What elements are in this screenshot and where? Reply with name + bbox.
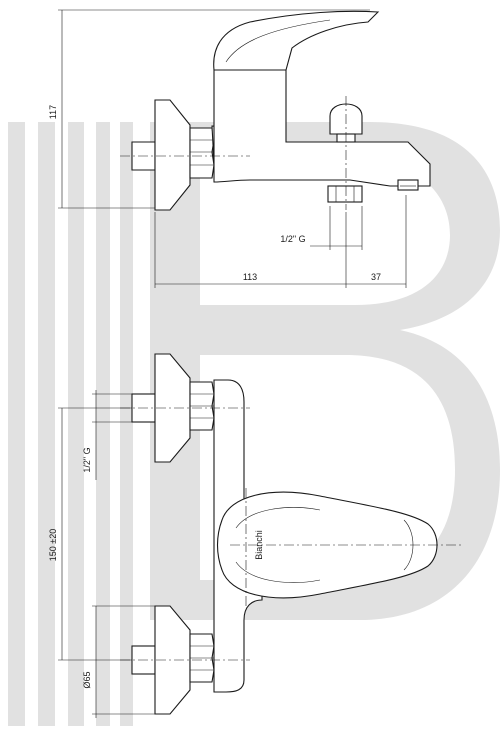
- side-flange: [154, 99, 191, 211]
- dim-height: 117: [48, 105, 58, 119]
- side-view: [120, 10, 431, 211]
- dim-thread-front: 1/2" G: [82, 447, 92, 472]
- dim-width-body: 113: [243, 272, 257, 282]
- side-dimensions: 117 113 37 1/2" G: [48, 9, 407, 288]
- side-shower-connector: [327, 185, 363, 203]
- side-body: [213, 69, 431, 187]
- front-view: [120, 353, 462, 715]
- dim-thread-top: 1/2" G: [280, 234, 305, 244]
- brand-label: Bianchi: [254, 530, 264, 560]
- dim-flange-diameter: Ø65: [82, 671, 92, 688]
- dim-width-spout: 37: [371, 272, 381, 282]
- side-outlet: [397, 179, 419, 191]
- front-dimensions: 1/2" G 150 ±20 Ø65: [48, 390, 155, 718]
- front-upper-flange: [154, 353, 191, 463]
- side-lever-handle: [213, 10, 380, 71]
- brand-watermark: [8, 122, 500, 726]
- dim-center-distance: 150 ±20: [48, 529, 58, 561]
- side-hex-nut: [189, 127, 215, 179]
